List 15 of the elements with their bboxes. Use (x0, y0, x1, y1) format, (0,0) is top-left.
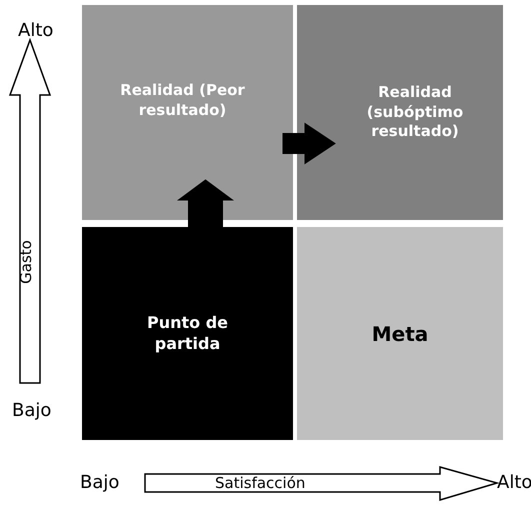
block-arrow (176, 179, 234, 228)
quadrant-box (297, 227, 503, 440)
quadrant-box (297, 5, 503, 220)
axis-label: Bajo (12, 400, 52, 421)
quadrant-box (82, 227, 293, 440)
quadrant-box (82, 5, 293, 220)
axis-label: Gasto (16, 240, 35, 284)
axis-label: Satisfacción (215, 474, 306, 492)
axis-label: Alto (18, 20, 54, 41)
quadrant-label: Realidad (Peor resultado) (119, 81, 246, 120)
quadrant-label: Realidad (subóptimo resultado) (366, 83, 464, 142)
quadrant-label: Punto de partida (146, 312, 230, 354)
block-arrow (282, 122, 336, 164)
axis-label: Bajo (80, 472, 120, 493)
quadrant-label: Meta (370, 320, 430, 346)
